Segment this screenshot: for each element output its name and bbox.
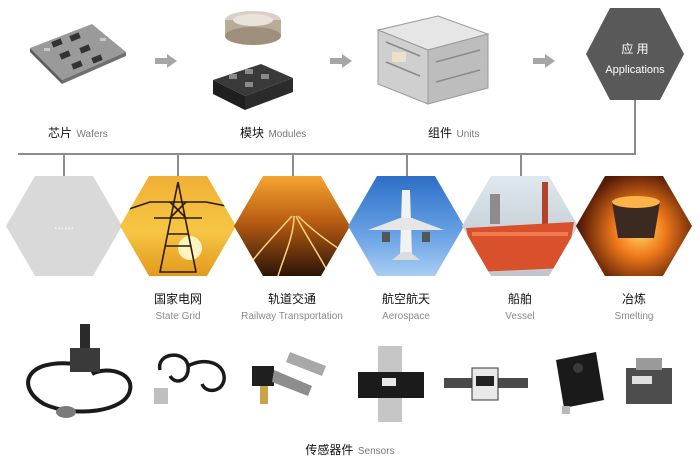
sensor-box-image bbox=[548, 348, 608, 416]
aerospace-image bbox=[348, 176, 464, 276]
railway-label: 轨道交通 Railway Transportation bbox=[241, 292, 343, 322]
units-image bbox=[372, 12, 492, 112]
wafers-label: 芯片 Wafers bbox=[48, 126, 108, 140]
connector-vertical-main bbox=[634, 100, 636, 154]
arrow-right-icon bbox=[155, 54, 177, 73]
applications-zh-label: 应 用 bbox=[621, 42, 649, 56]
vessel-image bbox=[462, 176, 578, 276]
connector-drop bbox=[406, 154, 408, 176]
units-label: 组件 Units bbox=[428, 126, 480, 140]
modules-label: 模块 Modules bbox=[240, 126, 307, 140]
connector-drop bbox=[520, 154, 522, 176]
smelting-label: 冶炼 Smelting bbox=[614, 292, 654, 322]
sensors-label: 传感器件 Sensors bbox=[305, 443, 395, 457]
sensor-cable-image bbox=[146, 346, 234, 416]
connector-horizontal bbox=[18, 153, 636, 155]
placeholder-dots: ...... bbox=[53, 218, 74, 232]
sensor-cable-probe-image bbox=[14, 318, 138, 422]
state-grid-label: 国家电网 State Grid bbox=[153, 292, 202, 322]
arrow-right-icon bbox=[533, 54, 555, 73]
connector-drop bbox=[63, 154, 65, 176]
arrow-right-icon bbox=[330, 54, 352, 73]
smelting-image bbox=[576, 176, 692, 276]
aerospace-label: 航空航天 Aerospace bbox=[381, 292, 430, 322]
railway-image bbox=[234, 176, 350, 276]
sensor-busbar-image bbox=[352, 346, 438, 422]
connector-drop bbox=[292, 154, 294, 176]
sensor-cylinder-image bbox=[246, 348, 332, 418]
state-grid-image bbox=[120, 176, 236, 276]
applications-hexagon bbox=[584, 6, 686, 102]
modules-image bbox=[205, 6, 295, 118]
sensor-bar-mount-image bbox=[444, 366, 528, 402]
applications-en-label: Applications bbox=[605, 64, 665, 76]
sensor-square-image bbox=[622, 354, 676, 412]
wafer-chip-image bbox=[22, 18, 130, 88]
vessel-label: 船舶 Vessel bbox=[505, 292, 535, 322]
connector-drop bbox=[177, 154, 179, 176]
